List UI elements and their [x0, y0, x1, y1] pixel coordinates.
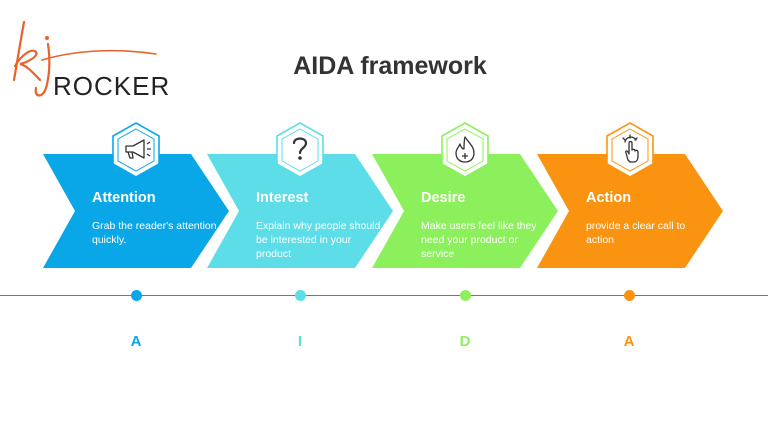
- brand-logo: ROCKER: [6, 14, 176, 104]
- timeline-letter-interest: I: [297, 333, 303, 350]
- step-description-interest: Explain why people should be interested …: [256, 220, 381, 260]
- step-description-action: provide a clear call to action: [586, 220, 686, 246]
- logo-script-kj: [12, 20, 157, 97]
- question-mark-icon: [275, 122, 325, 178]
- step-heading-interest: Interest: [256, 190, 309, 206]
- chevron-interest: [207, 154, 397, 268]
- timeline-line: [0, 295, 768, 296]
- step-heading-attention: Attention: [92, 190, 156, 206]
- step-description-desire: Make users feel like they need your prod…: [421, 220, 537, 260]
- timeline-letter-attention: A: [130, 333, 142, 350]
- chevron-attention: [43, 154, 233, 268]
- chevron-desire: [372, 154, 562, 268]
- megaphone-icon: [111, 122, 161, 178]
- timeline-dot-action: [624, 290, 635, 301]
- logo-wordmark: ROCKER: [53, 71, 171, 101]
- flame-icon: [440, 122, 490, 178]
- timeline-dot-attention: [131, 290, 142, 301]
- step-heading-action: Action: [586, 190, 632, 206]
- chevron-action: [537, 154, 727, 268]
- timeline-letter-desire: D: [459, 333, 471, 350]
- pointing-hand-icon: [605, 122, 655, 178]
- timeline-letter-action: A: [623, 333, 635, 350]
- step-description-attention: Grab the reader's attention quickly.: [92, 220, 217, 246]
- step-heading-desire: Desire: [421, 190, 466, 206]
- page-title: AIDA framework: [293, 52, 487, 80]
- timeline-dot-desire: [460, 290, 471, 301]
- timeline-dot-interest: [295, 290, 306, 301]
